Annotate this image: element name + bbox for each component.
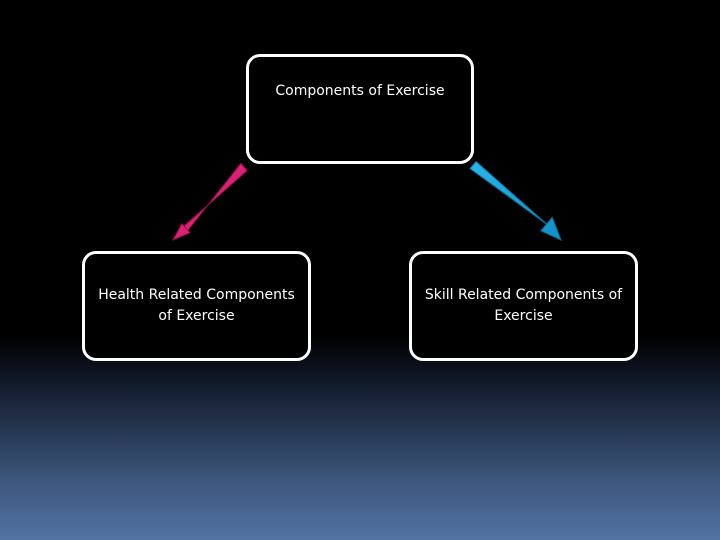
health-related-node-box: Health Related Components of Exercise (82, 251, 311, 361)
skill-related-node-box: Skill Related Components of Exercise (409, 251, 638, 361)
health-related-node-label: Health Related Components of Exercise (98, 287, 295, 324)
arrow-to-health-related (171, 162, 248, 242)
arrow-to-skill-related (469, 160, 562, 241)
root-node-label: Components of Exercise (275, 82, 445, 99)
root-node-box: Components of Exercise (246, 54, 474, 164)
skill-related-node-label: Skill Related Components of Exercise (424, 287, 623, 324)
